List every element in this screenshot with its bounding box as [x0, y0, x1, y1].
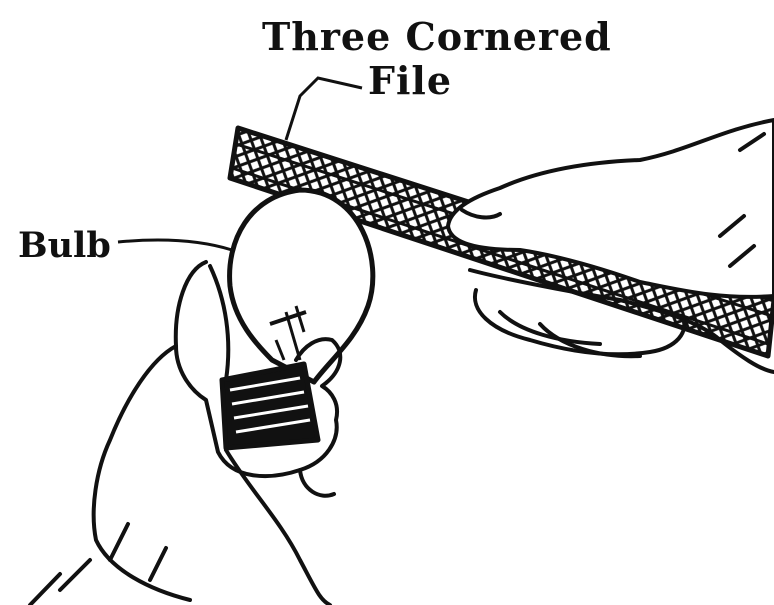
bulb-leader-line — [118, 240, 232, 250]
file-label-line-2: File — [368, 62, 452, 100]
file-leader-line — [286, 78, 362, 140]
file-label-line-1: Three Cornered — [262, 18, 612, 56]
bulb-label: Bulb — [18, 228, 111, 263]
light-bulb — [222, 190, 373, 448]
